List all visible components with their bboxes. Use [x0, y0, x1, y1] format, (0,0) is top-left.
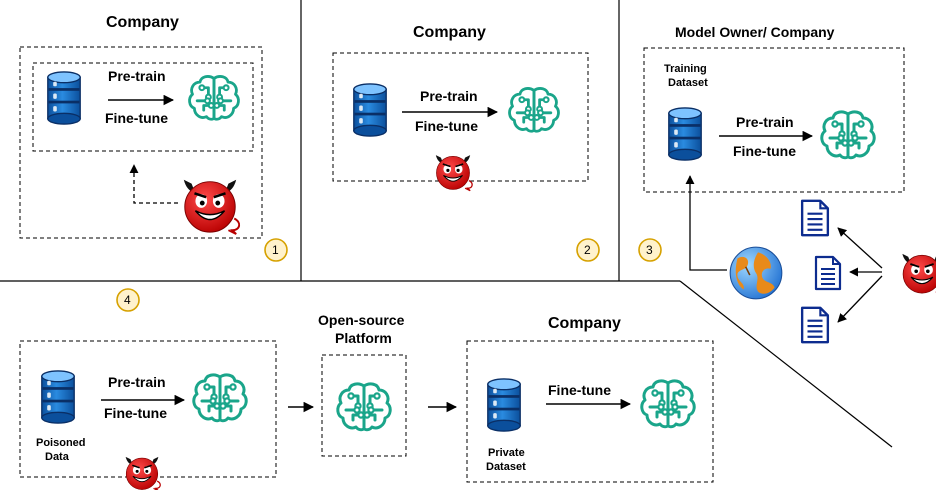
inject-arrow — [837, 275, 883, 323]
database-icon — [668, 107, 702, 161]
panel-3-title: Model Owner/ Company — [675, 24, 835, 40]
panel-separators — [0, 0, 893, 448]
dataset-label-line1: Training — [664, 63, 707, 75]
step-3-label: 3 — [646, 243, 653, 257]
devil-icon — [182, 178, 241, 236]
ai-brain-icon — [820, 110, 876, 160]
database-icon — [47, 71, 81, 125]
pretrain-label: Pre-train — [108, 68, 166, 84]
devil-icon — [901, 252, 936, 296]
platform-label-line1: Open-source — [318, 312, 405, 328]
ai-brain-icon — [640, 379, 696, 429]
dataset-label-line2: Dataset — [668, 77, 708, 89]
panel-1-title: Company — [106, 14, 179, 31]
finetune-label: Fine-tune — [105, 110, 168, 126]
database-icon — [487, 378, 521, 432]
poisoned-label-line2: Data — [45, 451, 69, 463]
panel-4 — [19, 288, 714, 490]
finetune-label: Fine-tune — [733, 143, 796, 159]
outer-boundary — [19, 46, 263, 239]
ai-brain-icon — [192, 373, 248, 423]
scrape-arrow — [685, 175, 727, 271]
database-icon — [41, 370, 75, 424]
private-label-line2: Dataset — [486, 461, 526, 473]
step-marker-4 — [116, 288, 140, 312]
step-4-label: 4 — [124, 293, 131, 307]
pretrain-label: Pre-train — [736, 114, 794, 130]
step-1-label: 1 — [272, 243, 279, 257]
panel-3 — [638, 47, 936, 344]
document-icon — [800, 306, 830, 344]
step-marker-1 — [264, 238, 288, 262]
ai-brain-icon — [336, 382, 392, 432]
step-2-label: 2 — [584, 243, 591, 257]
inject-arrow — [837, 227, 883, 269]
training-boundary — [332, 52, 589, 182]
step-marker-3 — [638, 238, 662, 262]
devil-icon — [434, 154, 474, 192]
attack-arrow — [129, 164, 178, 204]
panel-1 — [19, 46, 288, 262]
platform-boundary — [321, 354, 407, 457]
document-icon — [800, 199, 830, 237]
pretrain-label: Pre-train — [420, 88, 478, 104]
globe-icon — [729, 246, 783, 300]
step-marker-2 — [576, 238, 600, 262]
ai-brain-icon — [188, 75, 240, 121]
panel-2 — [332, 52, 600, 262]
panel-2-title: Company — [413, 24, 486, 41]
finetune-label: Fine-tune — [104, 405, 167, 421]
private-label-line1: Private — [488, 447, 525, 459]
platform-label-line2: Platform — [335, 330, 392, 346]
poisoned-label-line1: Poisoned — [36, 437, 86, 449]
company-title: Company — [548, 315, 621, 332]
finetune-label: Fine-tune — [548, 382, 611, 398]
document-icon — [814, 255, 842, 291]
devil-icon — [124, 455, 162, 490]
company-boundary — [466, 340, 714, 483]
ai-brain-icon — [508, 87, 560, 133]
database-icon — [353, 83, 387, 137]
pretrain-label: Pre-train — [108, 374, 166, 390]
finetune-label: Fine-tune — [415, 118, 478, 134]
training-boundary — [643, 47, 905, 193]
